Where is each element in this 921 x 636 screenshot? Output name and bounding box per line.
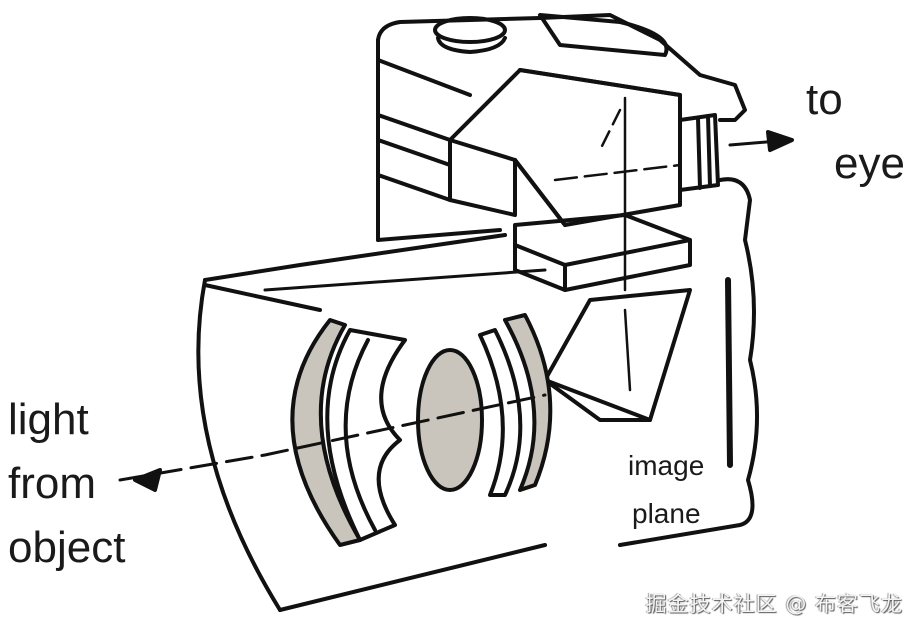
camera-body	[376, 13, 759, 547]
light-label-line2: from	[8, 459, 96, 508]
lens-elements	[290, 313, 553, 547]
image-plane-label-line1: image	[628, 450, 705, 481]
to-eye-label-line2: eye	[834, 139, 905, 188]
lens-barrel	[196, 233, 547, 612]
reflex-mirror	[543, 288, 692, 422]
watermark: 掘金技术社区 @ 布客飞龙	[645, 592, 903, 616]
focusing-screen	[513, 213, 692, 292]
image-plane-line	[725, 277, 733, 468]
incoming-arrow	[133, 468, 162, 492]
image-plane-label-line2: plane	[632, 498, 701, 529]
to-eye-label-line1: to	[806, 75, 843, 124]
eyepiece	[678, 113, 794, 192]
light-label-line1: light	[8, 395, 89, 444]
light-label-line3: object	[8, 523, 126, 572]
optical-axis	[118, 393, 547, 482]
pentaprism	[448, 68, 682, 292]
